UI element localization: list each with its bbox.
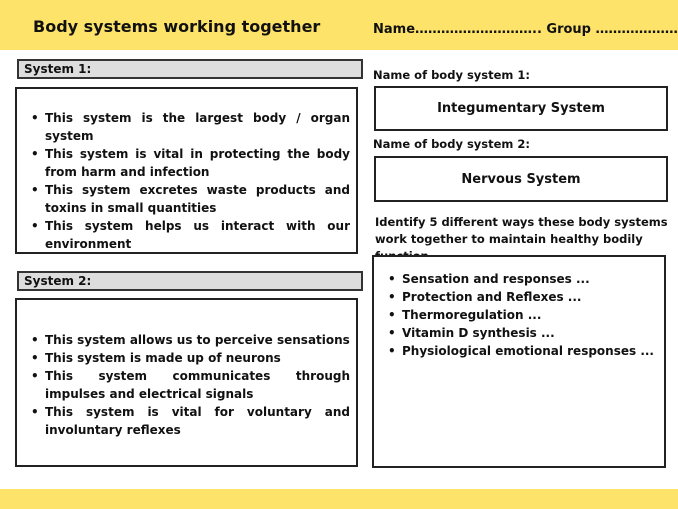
- system2-fact: This system communicates through impulse…: [31, 367, 352, 403]
- system1-fact: This system excretes waste products and …: [31, 181, 352, 217]
- system2-box: This system allows us to perceive sensat…: [15, 298, 358, 467]
- system1-fact: This system is vital in protecting the b…: [31, 145, 352, 181]
- system1-fact: This system is the largest body / organ …: [31, 109, 352, 145]
- system2-facts: This system allows us to perceive sensat…: [21, 331, 352, 439]
- system1-label: System 1:: [17, 59, 363, 79]
- system2-fact: This system allows us to perceive sensat…: [31, 331, 352, 349]
- ways-list: Sensation and responses ... Protection a…: [378, 270, 660, 360]
- system1-name-field[interactable]: Integumentary System: [374, 86, 668, 131]
- way-item: Vitamin D synthesis ...: [388, 324, 660, 342]
- way-item: Sensation and responses ...: [388, 270, 660, 288]
- system1-name-label: Name of body system 1:: [373, 68, 531, 82]
- page-title: Body systems working together: [33, 17, 321, 36]
- way-item: Thermoregulation ...: [388, 306, 660, 324]
- system2-name-field[interactable]: Nervous System: [374, 156, 668, 202]
- system1-fact: This system helps us interact with our e…: [31, 217, 352, 253]
- identify-prompt: Identify 5 different ways these body sys…: [375, 215, 668, 263]
- system2-fact: This system is vital for voluntary and i…: [31, 403, 352, 439]
- system2-label: System 2:: [17, 271, 363, 291]
- system1-facts: This system is the largest body / organ …: [21, 109, 352, 253]
- system2-name-label: Name of body system 2:: [373, 137, 531, 151]
- way-item: Protection and Reflexes ...: [388, 288, 660, 306]
- ways-box[interactable]: Sensation and responses ... Protection a…: [372, 255, 666, 468]
- way-item: Physiological emotional responses ...: [388, 342, 660, 360]
- name-group-line: Name……………………….. Group ………………….: [373, 22, 678, 37]
- system2-fact: This system is made up of neurons: [31, 349, 352, 367]
- top-banner: [0, 0, 678, 50]
- bottom-banner: [0, 489, 678, 509]
- system1-box: This system is the largest body / organ …: [15, 87, 358, 254]
